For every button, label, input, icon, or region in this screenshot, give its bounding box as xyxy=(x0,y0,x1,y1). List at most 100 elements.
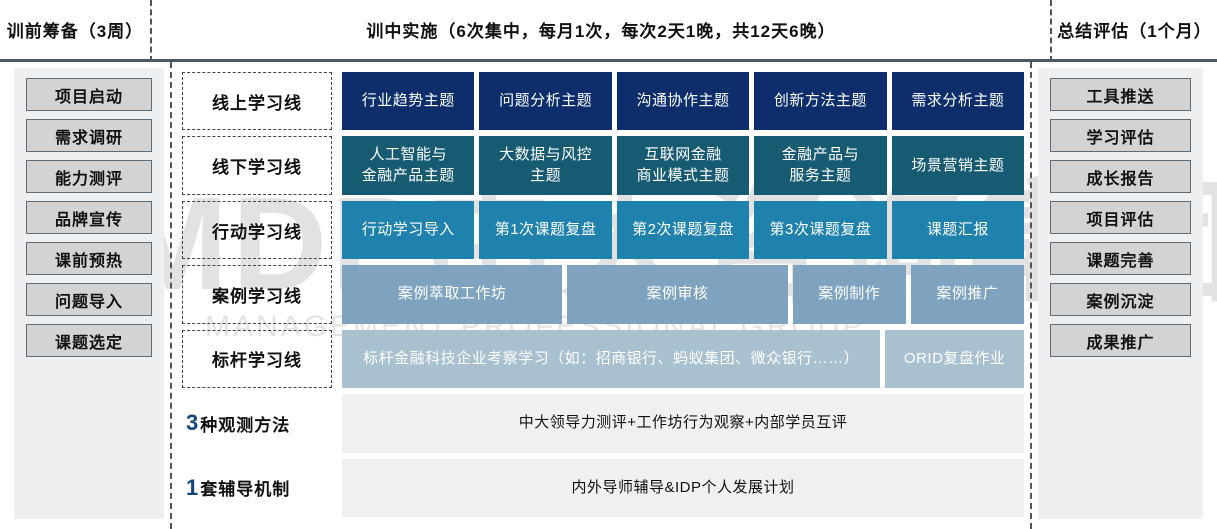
pre-training-chip-item[interactable]: 需求调研 xyxy=(26,119,152,152)
matrix-tile-label: 问题分析主题 xyxy=(499,92,593,110)
post-training-chip-item[interactable]: 案例沉淀 xyxy=(1050,283,1191,316)
matrix-tile[interactable]: 标杆金融科技企业考察学习（如：招商银行、蚂蚁集团、微众银行……） xyxy=(342,329,881,389)
matrix-row-label-text: 种观测方法 xyxy=(200,415,291,435)
post-training-chip-item[interactable]: 项目评估 xyxy=(1050,201,1191,234)
matrix-row-cells: 人工智能与 金融产品主题 大数据与风控 主题 互联网金融 商业模式主题金融产品与 服… xyxy=(342,136,1025,195)
pre-training-chip-item-label: 课题选定 xyxy=(54,334,123,352)
post-training-chip-item-label: 成长报告 xyxy=(1086,170,1155,188)
post-training-chip-item[interactable]: 课题完善 xyxy=(1050,242,1191,275)
matrix-tile[interactable]: 案例萃取工作坊 xyxy=(342,265,563,324)
phase-header-post-training: 总结评估（1个月） xyxy=(1052,0,1217,62)
matrix-row-label-number: 3 xyxy=(186,410,200,436)
matrix-row: 案例学习线 案例萃取工作坊 案例审核 案例制作 案例推广 xyxy=(182,265,1024,324)
matrix-tile-label: 标杆金融科技企业考察学习（如：招商银行、蚂蚁集团、微众银行……） xyxy=(363,349,860,367)
matrix-row-label: 案例学习线 xyxy=(182,265,332,324)
matrix-tile[interactable]: 第2次课题复盘 xyxy=(616,200,750,260)
pre-training-chip-item[interactable]: 品牌宣传 xyxy=(26,201,152,234)
matrix-tile[interactable]: 大数据与风控 主题 xyxy=(479,136,612,195)
matrix-tile[interactable]: 案例制作 xyxy=(792,265,906,324)
matrix-tile[interactable]: 人工智能与 金融产品主题 xyxy=(342,136,475,195)
matrix-tile[interactable]: 行动学习导入 xyxy=(342,200,475,260)
pre-training-chip-item-label: 能力测评 xyxy=(54,170,123,188)
matrix-row-label: 线下学习线 xyxy=(182,136,332,195)
matrix-tile-label: 中大领导力测评+工作坊行为观察+内部学员互评 xyxy=(518,414,848,432)
matrix-row: 标杆学习线 标杆金融科技企业考察学习（如：招商银行、蚂蚁集团、微众银行……） ORI… xyxy=(182,329,1024,389)
post-training-chip-item-label: 工具推送 xyxy=(1086,88,1155,106)
matrix-tile[interactable]: 案例推广 xyxy=(910,265,1024,324)
phase-header-pre-training-label: 训前筹备（3周） xyxy=(6,22,144,41)
matrix-row-label-number: 1 xyxy=(186,474,200,500)
matrix-tile-label: 案例萃取工作坊 xyxy=(397,285,507,303)
matrix-tile-label: 案例制作 xyxy=(818,285,881,303)
matrix-tile[interactable]: 案例审核 xyxy=(567,265,788,324)
matrix-row-cells: 行业趋势主题 问题分析主题 沟通协作主题 创新方法主题 需求分析主题 xyxy=(342,72,1025,131)
matrix-tile[interactable]: 问题分析主题 xyxy=(479,72,612,131)
matrix-tile-label: 人工智能与 金融产品主题 xyxy=(361,146,455,184)
post-training-chip-item-label: 成果推广 xyxy=(1086,334,1155,352)
matrix-tile-label: 场景营销主题 xyxy=(911,156,1005,174)
matrix-tile[interactable]: 第1次课题复盘 xyxy=(479,200,612,260)
matrix-tile-label: 行动学习导入 xyxy=(361,220,455,238)
matrix-tile-label: 互联网金融 商业模式主题 xyxy=(636,146,730,184)
post-training-chip-item[interactable]: 工具推送 xyxy=(1050,78,1191,111)
post-training-panel: 工具推送学习评估成长报告项目评估课题完善案例沉淀成果推广 xyxy=(1038,68,1203,519)
matrix-tile-label: 第3次课题复盘 xyxy=(769,220,872,238)
matrix-tile[interactable]: 内外导师辅导&IDP个人发展计划 xyxy=(342,458,1024,517)
pre-training-chip-item[interactable]: 问题导入 xyxy=(26,283,152,316)
matrix-tile-label: 创新方法主题 xyxy=(773,92,867,110)
matrix-tile[interactable]: 中大领导力测评+工作坊行为观察+内部学员互评 xyxy=(342,394,1024,453)
post-training-chip-item[interactable]: 学习评估 xyxy=(1050,119,1191,152)
pre-training-chip-item-label: 问题导入 xyxy=(54,293,123,311)
matrix-row-cells: 中大领导力测评+工作坊行为观察+内部学员互评 xyxy=(342,394,1024,453)
matrix-row: 线上学习线 行业趋势主题 问题分析主题 沟通协作主题 创新方法主题 需求分析主题 xyxy=(182,72,1025,131)
matrix-tile-label: 第1次课题复盘 xyxy=(494,220,597,238)
post-training-chip-item[interactable]: 成果推广 xyxy=(1050,324,1191,357)
matrix-row-cells: 案例萃取工作坊 案例审核 案例制作 案例推广 xyxy=(342,265,1024,324)
matrix-row-label-text: 线上学习线 xyxy=(212,93,302,113)
phase-header-during-training-label: 训中实施（6次集中，每月1次，每次2天1晚，共12天6晚） xyxy=(366,22,836,41)
matrix-row: 线下学习线 人工智能与 金融产品主题 大数据与风控 主题 互联网金融 商业模式主题金融… xyxy=(182,136,1025,195)
matrix-row-label-text: 套辅导机制 xyxy=(200,480,291,500)
training-matrix: 线上学习线行业趋势主题问题分析主题沟通协作主题创新方法主题需求分析主题线下学习线… xyxy=(172,62,1030,529)
pre-training-chip-item-label: 项目启动 xyxy=(54,88,123,106)
matrix-row-label-text: 线下学习线 xyxy=(212,158,302,178)
matrix-row-label-text: 案例学习线 xyxy=(212,286,302,306)
matrix-tile-label: 第2次课题复盘 xyxy=(632,220,734,238)
post-training-chip-item-label: 项目评估 xyxy=(1086,211,1155,229)
matrix-row-cells: 行动学习导入 第1次课题复盘 第2次课题复盘 第3次课题复盘 课题汇报 xyxy=(342,200,1025,260)
pre-training-chip-item[interactable]: 课前预热 xyxy=(26,242,152,275)
pre-training-chip-item[interactable]: 能力测评 xyxy=(26,160,152,193)
phase-header-post-training-label: 总结评估（1个月） xyxy=(1057,22,1212,41)
matrix-tile[interactable]: 场景营销主题 xyxy=(891,136,1025,195)
pre-training-chip-item-label: 课前预热 xyxy=(54,252,123,270)
left-divider xyxy=(164,62,172,529)
matrix-tile-label: 沟通协作主题 xyxy=(636,92,730,110)
matrix-tile[interactable]: 金融产品与 服务主题 xyxy=(754,136,887,195)
matrix-tile[interactable]: ORID复盘作业 xyxy=(885,329,1024,389)
matrix-row-label-text: 行动学习线 xyxy=(212,222,302,242)
matrix-tile[interactable]: 创新方法主题 xyxy=(754,72,887,131)
pre-training-chip-item-label: 需求调研 xyxy=(54,129,123,147)
phase-header-row: 训前筹备（3周） 训中实施（6次集中，每月1次，每次2天1晚，共12天6晚） 总… xyxy=(0,0,1217,62)
matrix-tile[interactable]: 需求分析主题 xyxy=(891,72,1025,131)
pre-training-chip-item[interactable]: 项目启动 xyxy=(26,78,152,111)
matrix-tile[interactable]: 第3次课题复盘 xyxy=(754,200,887,260)
post-training-chip-item[interactable]: 成长报告 xyxy=(1050,160,1191,193)
pre-training-chip-item[interactable]: 课题选定 xyxy=(26,324,152,357)
post-training-chip-item-label: 课题完善 xyxy=(1086,252,1155,270)
matrix-row-label: 标杆学习线 xyxy=(182,329,332,389)
matrix-tile[interactable]: 课题汇报 xyxy=(891,200,1025,260)
matrix-tile-label: 案例推广 xyxy=(936,285,999,303)
post-training-chip-item-label: 案例沉淀 xyxy=(1086,293,1155,311)
matrix-tile-label: 行业趋势主题 xyxy=(361,92,455,110)
matrix-tile[interactable]: 互联网金融 商业模式主题 xyxy=(616,136,750,195)
post-training-chip-item-label: 学习评估 xyxy=(1086,129,1155,147)
matrix-tile-label: 大数据与风控 主题 xyxy=(499,146,593,184)
phase-body-row: 项目启动需求调研能力测评品牌宣传课前预热问题导入课题选定 线上学习线 行业趋势主题… xyxy=(0,62,1217,529)
matrix-tile[interactable]: 沟通协作主题 xyxy=(616,72,750,131)
matrix-tile[interactable]: 行业趋势主题 xyxy=(342,72,475,131)
